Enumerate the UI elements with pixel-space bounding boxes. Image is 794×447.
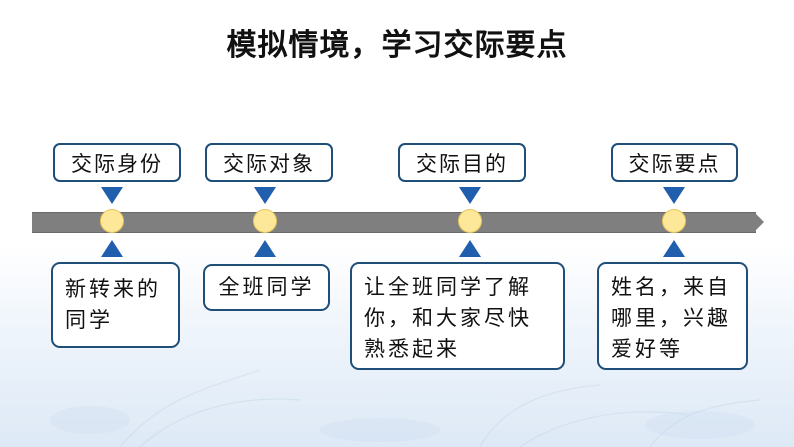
stage-content-key-points: 姓名，来自哪里，兴趣爱好等 <box>597 262 748 370</box>
stage-label-audience: 交际对象 <box>205 143 333 182</box>
timeline-node <box>662 209 686 233</box>
timeline-node <box>253 209 277 233</box>
stage-label-identity: 交际身份 <box>53 143 181 182</box>
up-triangle-icon <box>663 240 685 257</box>
stage-content-identity: 新转来的同学 <box>51 262 180 348</box>
down-triangle-icon <box>663 187 685 204</box>
stage-label-purpose: 交际目的 <box>398 143 526 182</box>
up-triangle-icon <box>101 240 123 257</box>
up-triangle-icon <box>254 240 276 257</box>
down-triangle-icon <box>101 187 123 204</box>
timeline-arrowhead <box>754 212 764 232</box>
timeline-bar <box>32 212 756 233</box>
stage-content-audience: 全班同学 <box>203 264 330 311</box>
timeline-node <box>100 209 124 233</box>
down-triangle-icon <box>254 187 276 204</box>
stage-content-purpose: 让全班同学了解你，和大家尽快熟悉起来 <box>350 262 565 370</box>
up-triangle-icon <box>459 240 481 257</box>
page-title: 模拟情境，学习交际要点 <box>226 28 568 63</box>
stage-label-key-points: 交际要点 <box>611 143 738 182</box>
timeline-node <box>458 209 482 233</box>
down-triangle-icon <box>459 187 481 204</box>
